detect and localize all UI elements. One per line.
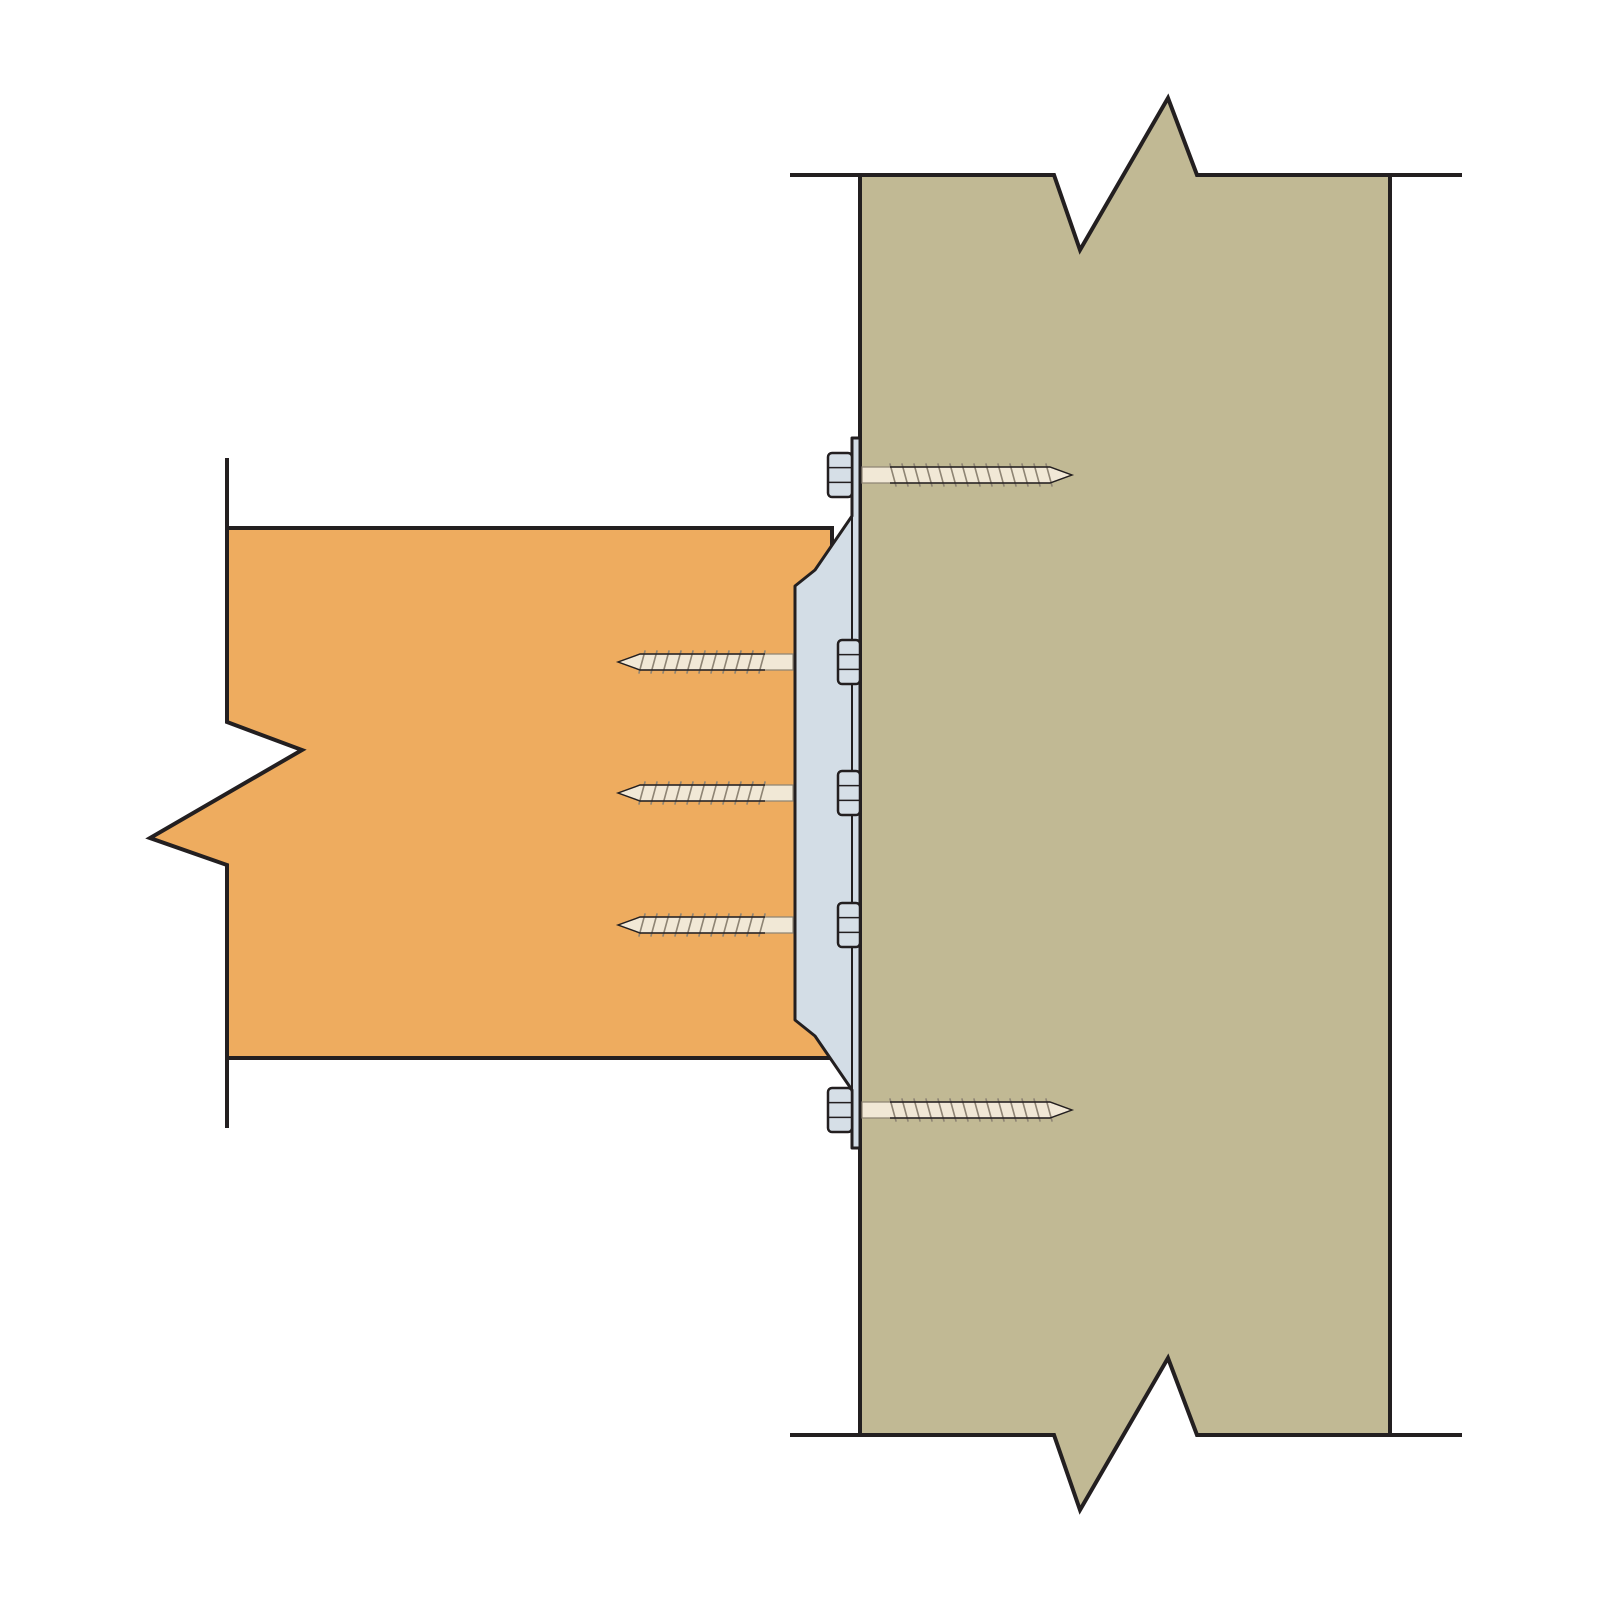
joist-screw-2 <box>615 781 794 805</box>
joist-screw-3-outline <box>615 916 765 934</box>
header-screw-1-threads <box>889 463 1053 487</box>
joist-bolt-head-2-face <box>836 769 862 817</box>
joist-screw-1-outline <box>615 653 765 671</box>
joist-bolt-head-3-face <box>836 901 862 949</box>
header-screw-1 <box>861 463 1075 487</box>
header-screw-2-outline <box>890 1101 1075 1119</box>
joist-bolt-head-1 <box>836 638 862 686</box>
joist-bolt-head-1-face <box>836 638 862 686</box>
header-bolt-head-1-face <box>826 451 854 499</box>
header-bolt-head-2 <box>826 1086 854 1134</box>
joist-screw-1-threads <box>638 650 766 674</box>
header-member <box>790 93 1462 1515</box>
joist-bolt-head-3 <box>836 901 862 949</box>
header-body <box>858 93 1392 1515</box>
joist-screw-1 <box>615 650 794 674</box>
fasteners <box>615 451 1075 1134</box>
header-screw-1-outline <box>890 466 1075 484</box>
joist-bolt-head-2 <box>836 769 862 817</box>
header-bolt-head-2-face <box>826 1086 854 1134</box>
joist-screw-2-threads <box>638 781 766 805</box>
joist-screw-3-threads <box>638 913 766 937</box>
joist-screw-2-outline <box>615 784 765 802</box>
header-bolt-head-1 <box>826 451 854 499</box>
header-screw-2-threads <box>889 1098 1053 1122</box>
header-screw-2 <box>861 1098 1075 1122</box>
joist-screw-3 <box>615 913 794 937</box>
